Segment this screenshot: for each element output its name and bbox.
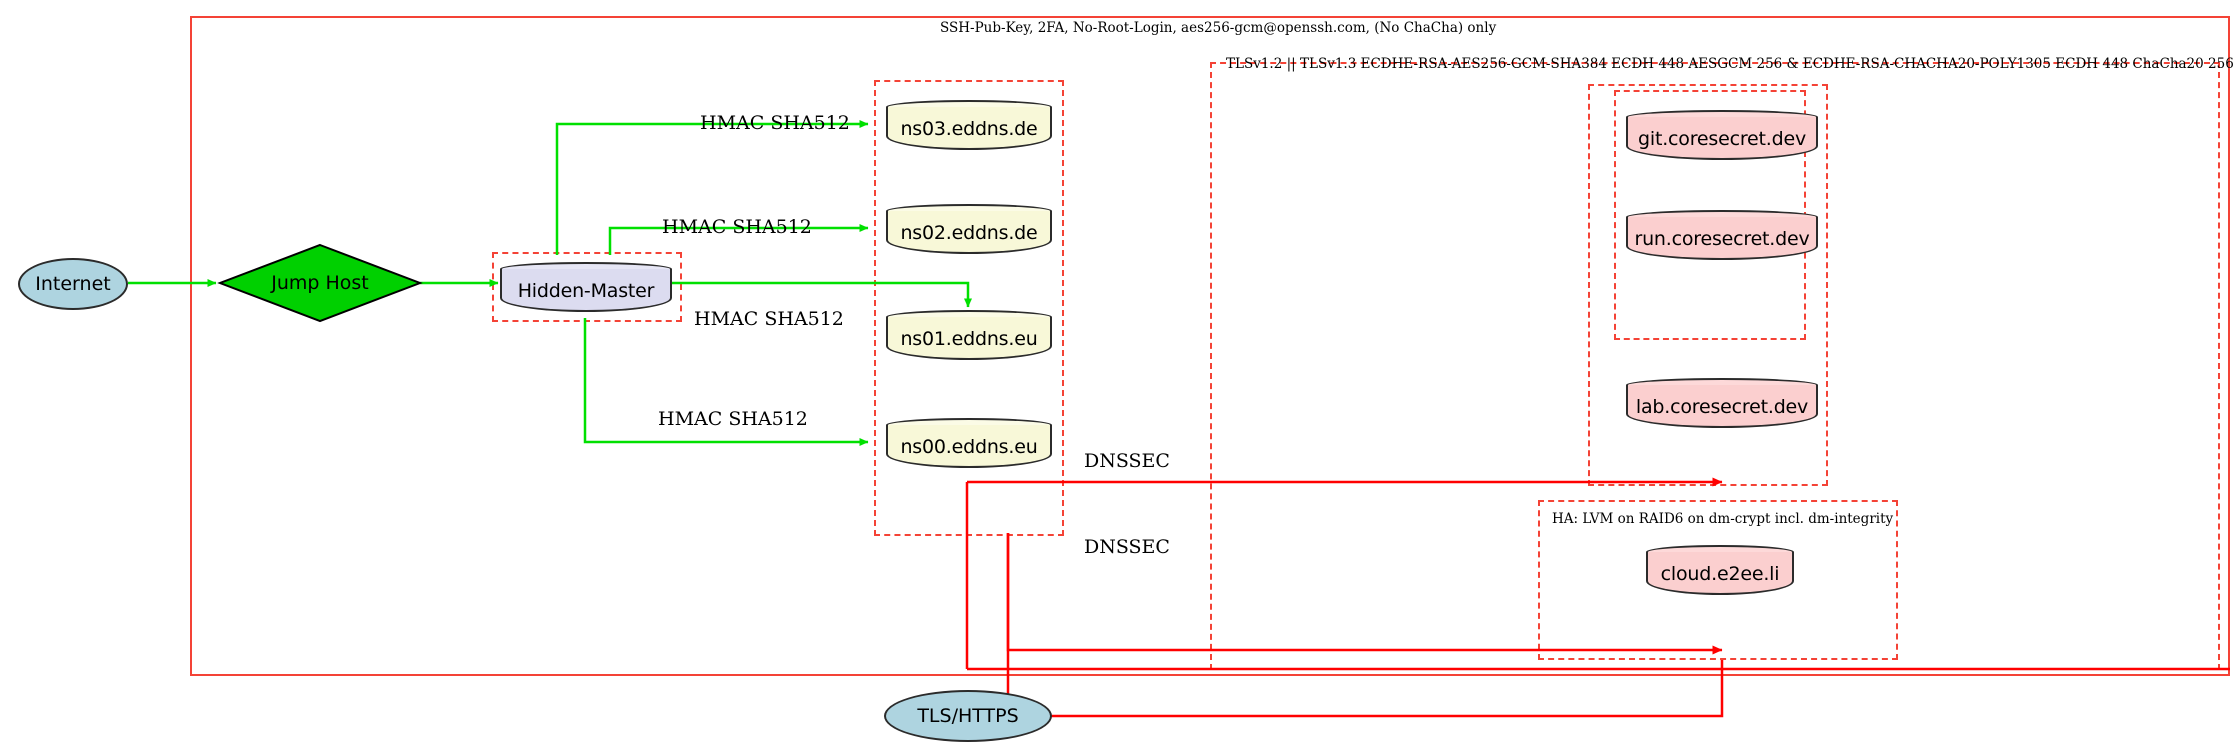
node-git-coresecret-label: git.coresecret.dev xyxy=(1638,128,1806,150)
node-lab-coresecret[interactable]: lab.coresecret.dev xyxy=(1626,378,1818,428)
edge-label-dnssec-upper: DNSSEC xyxy=(1084,450,1170,472)
edge-label-hmac-ns03: HMAC SHA512 xyxy=(700,112,850,134)
edge-label-dnssec-lower: DNSSEC xyxy=(1084,536,1170,558)
cylinder-body xyxy=(886,317,1052,360)
node-git-coresecret[interactable]: git.coresecret.dev xyxy=(1626,110,1818,160)
cluster-outer-ssh-label: SSH-Pub-Key, 2FA, No-Root-Login, aes256-… xyxy=(940,20,1497,36)
node-internet-label: Internet xyxy=(35,273,111,295)
cylinder-body xyxy=(886,211,1052,254)
cluster-tls-suite-label: TLSv1.2 || TLSv1.3 ECDHE-RSA-AES256-GCM-… xyxy=(1226,56,2234,72)
edge-master-ns03 xyxy=(555,120,869,255)
cluster-dns-box xyxy=(874,80,1064,536)
cylinder-body xyxy=(1646,552,1794,595)
edge-tls-services-b xyxy=(1048,660,1724,718)
cylinder-body xyxy=(1626,117,1818,160)
edge-master-ns02 xyxy=(608,224,869,255)
node-cloud-e2ee-label: cloud.e2ee.li xyxy=(1660,563,1780,585)
jump-host-diamond xyxy=(217,243,423,323)
node-ns01-label: ns01.eddns.eu xyxy=(900,328,1038,350)
edge-master-ns00 xyxy=(583,318,869,446)
node-ns02-label: ns02.eddns.de xyxy=(900,222,1038,244)
node-cloud-e2ee[interactable]: cloud.e2ee.li xyxy=(1646,545,1794,595)
node-internet[interactable]: Internet xyxy=(18,258,128,310)
node-lab-coresecret-label: lab.coresecret.dev xyxy=(1635,396,1809,418)
cylinder-body xyxy=(886,425,1052,468)
edge-master-ns01 xyxy=(672,281,972,308)
edge-label-hmac-ns00: HMAC SHA512 xyxy=(658,408,808,430)
cylinder-body xyxy=(886,107,1052,150)
cluster-hidden-master-box xyxy=(492,252,682,322)
edge-label-hmac-ns01: HMAC SHA512 xyxy=(694,308,844,330)
cluster-coresecret-box xyxy=(1588,84,1828,486)
cluster-ha-storage-box xyxy=(1538,500,1898,660)
node-run-coresecret-label: run.coresecret.dev xyxy=(1634,228,1810,250)
node-jump-host[interactable]: Jump Host xyxy=(220,245,420,321)
node-ns03[interactable]: ns03.eddns.de xyxy=(886,100,1052,150)
cluster-outer-ssh xyxy=(190,16,2230,676)
node-jump-host-label: Jump Host xyxy=(271,272,369,294)
cylinder-body xyxy=(1626,217,1818,260)
node-tls-https-label: TLS/HTTPS xyxy=(917,705,1019,727)
node-ns00[interactable]: ns00.eddns.eu xyxy=(886,418,1052,468)
node-ns02[interactable]: ns02.eddns.de xyxy=(886,204,1052,254)
node-ns03-label: ns03.eddns.de xyxy=(900,118,1038,140)
node-ns01[interactable]: ns01.eddns.eu xyxy=(886,310,1052,360)
cylinder-body xyxy=(500,269,672,312)
node-hidden-master[interactable]: Hidden-Master xyxy=(500,262,672,312)
node-ns00-label: ns00.eddns.eu xyxy=(900,436,1038,458)
node-tls-https[interactable]: TLS/HTTPS xyxy=(884,690,1052,742)
node-run-coresecret[interactable]: run.coresecret.dev xyxy=(1626,210,1818,260)
cluster-ha-storage-label: HA: LVM on RAID6 on dm-crypt incl. dm-in… xyxy=(1552,511,1894,527)
node-hidden-master-label: Hidden-Master xyxy=(517,280,655,302)
edge-label-hmac-ns02: HMAC SHA512 xyxy=(662,216,812,238)
cylinder-body xyxy=(1626,385,1818,428)
